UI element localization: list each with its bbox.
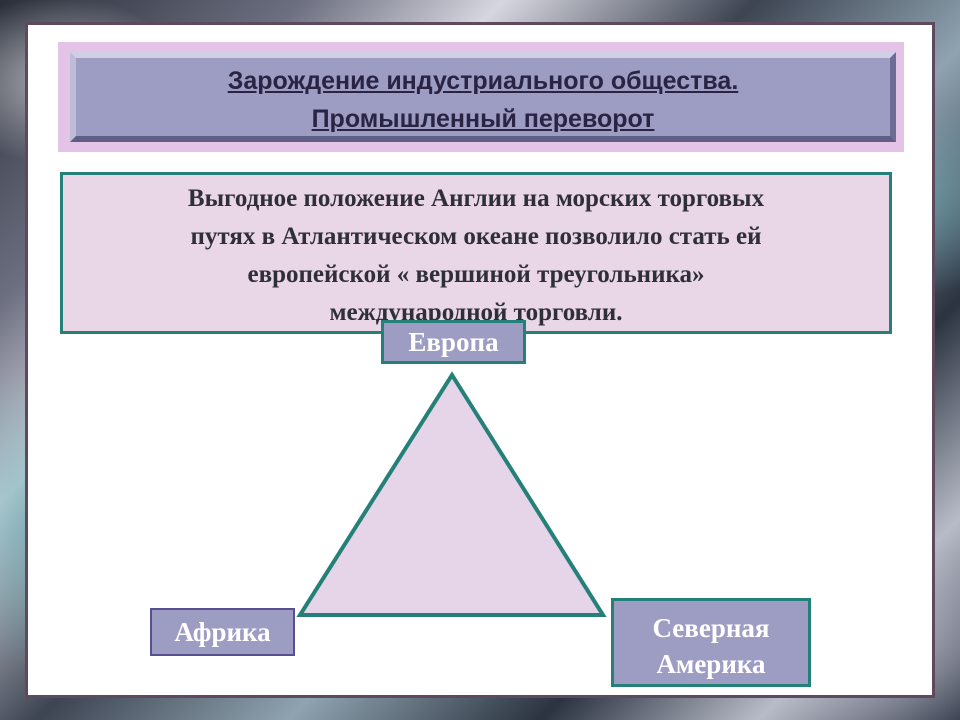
node-north-america-line-2: Америка: [656, 649, 766, 679]
statement-line-1: Выгодное положение Англии на морских тор…: [187, 185, 765, 212]
trade-triangle-shape: [296, 371, 607, 617]
slide-title-line-2: Промышленный переворот: [311, 105, 655, 133]
statement-line-2: путях в Атлантическом океане позволило с…: [190, 223, 762, 250]
node-africa: Африка: [150, 608, 295, 656]
title-banner: [70, 52, 896, 142]
node-north-america: Северная Америка: [611, 598, 811, 687]
node-europe: Европа: [381, 320, 526, 364]
statement-line-3: европейской « вершиной треугольника»: [247, 261, 705, 288]
node-north-america-line-1: Северная: [652, 613, 770, 643]
slide-title-line-1: Зарождение индустриального общества.: [227, 67, 739, 95]
